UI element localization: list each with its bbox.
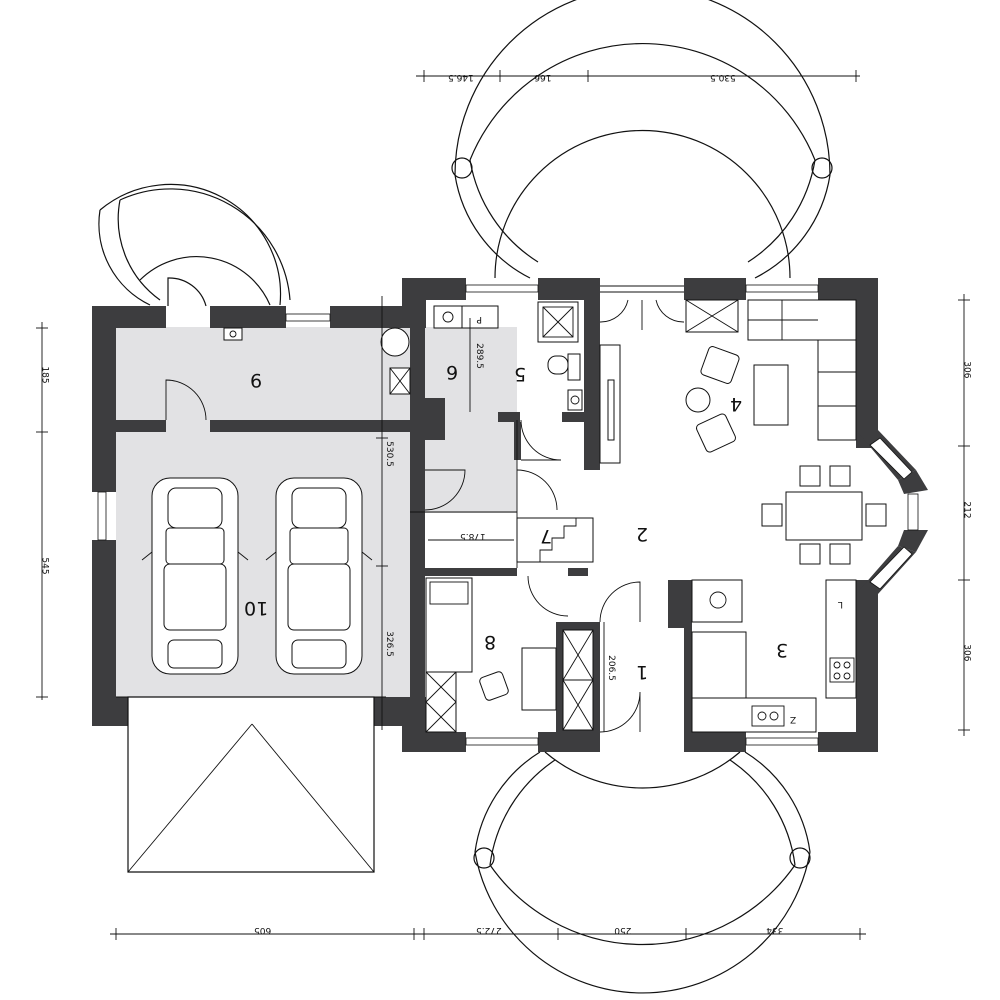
room-label-5: 5 [514, 363, 526, 385]
car-left [141, 477, 249, 675]
room-label-1: 1 [636, 661, 648, 683]
dim-bottom-2: 272.5 [476, 925, 502, 935]
dim-top-3: 530.5 [710, 72, 736, 82]
room-label-8: 8 [484, 631, 496, 653]
fixture-marks: P L Z [476, 314, 843, 724]
dim-interior-2: 530.5 [384, 441, 394, 467]
dim-interior-5: 206.5 [606, 655, 616, 681]
staircase [516, 517, 594, 563]
room-label-9: 9 [250, 369, 262, 391]
mark-l: L [838, 599, 843, 609]
mark-p: P [476, 314, 482, 324]
dim-right-2: 212 [962, 501, 972, 518]
dim-interior-3: 326.5 [384, 631, 394, 657]
room-label-6: 6 [446, 361, 458, 383]
room-labels: 1 2 3 4 5 6 7 8 9 10 [244, 361, 788, 683]
dim-left-2: 545 [40, 557, 50, 574]
dim-interior-1: 289.5 [474, 343, 484, 369]
interior-doors [165, 299, 685, 733]
room-label-2: 2 [636, 523, 648, 545]
dimension-lines [36, 70, 970, 940]
dim-bottom-3: 250 [614, 925, 631, 935]
room-label-10: 10 [244, 597, 268, 619]
dim-top-2: 166 [534, 72, 551, 82]
room-label-4: 4 [730, 393, 742, 415]
dim-right-3: 306 [962, 644, 972, 661]
car-right [265, 477, 373, 675]
terrace-arcs [451, 0, 833, 994]
dim-left-1: 185 [40, 366, 50, 383]
garage-terrace-arcs [98, 183, 291, 307]
dim-right-1: 306 [962, 361, 972, 378]
garage-door-canopy [116, 696, 386, 873]
dim-interior-4: 178.5 [460, 531, 486, 541]
dim-top-1: 146.5 [448, 72, 474, 82]
windows [97, 284, 919, 746]
dim-bottom-4: 334 [766, 925, 783, 935]
room-label-3: 3 [776, 639, 788, 661]
fixtures [223, 299, 887, 733]
room-label-7: 7 [540, 525, 552, 547]
dimension-labels: 146.5 166 530.5 605 272.5 250 334 185 54… [40, 72, 972, 935]
mark-z: Z [790, 714, 796, 724]
dim-bottom-1: 605 [254, 925, 271, 935]
